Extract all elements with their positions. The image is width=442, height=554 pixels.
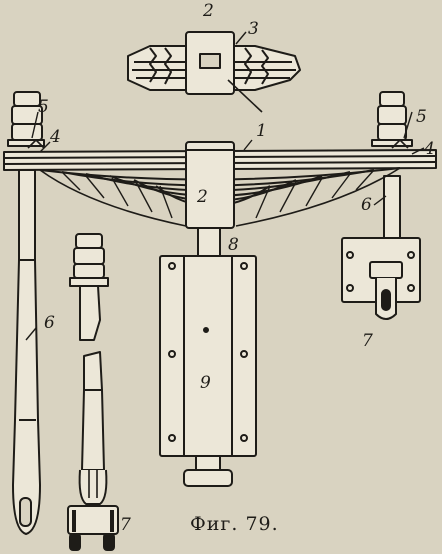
figure-caption: Фиг. 79. bbox=[190, 513, 279, 535]
label-7-right: 7 bbox=[362, 331, 373, 351]
separate-bolt-assembly bbox=[67, 233, 119, 551]
label-3: 3 bbox=[248, 19, 259, 39]
label-8: 8 bbox=[228, 235, 239, 255]
right-shackle-assembly bbox=[341, 91, 421, 320]
spring-clip-detail bbox=[127, 31, 301, 113]
label-6-left: 6 bbox=[44, 313, 55, 333]
leader-lines bbox=[25, 31, 425, 341]
label-5-left: 5 bbox=[38, 97, 49, 117]
label-4-left: 4 bbox=[49, 127, 61, 147]
label-1: 1 bbox=[256, 121, 267, 141]
label-2-centre: 2 bbox=[196, 187, 208, 207]
label-4-right: 4 bbox=[423, 139, 435, 159]
centre-bracket-assembly bbox=[159, 227, 257, 487]
left-shackle-assembly bbox=[7, 91, 45, 535]
label-7-bottom: 7 bbox=[120, 515, 131, 535]
leaf-spring-main bbox=[3, 139, 437, 229]
label-6-right: 6 bbox=[361, 195, 372, 215]
label-5-right: 5 bbox=[416, 107, 427, 127]
label-2-top: 2 bbox=[202, 1, 214, 21]
label-9: 9 bbox=[200, 373, 211, 393]
